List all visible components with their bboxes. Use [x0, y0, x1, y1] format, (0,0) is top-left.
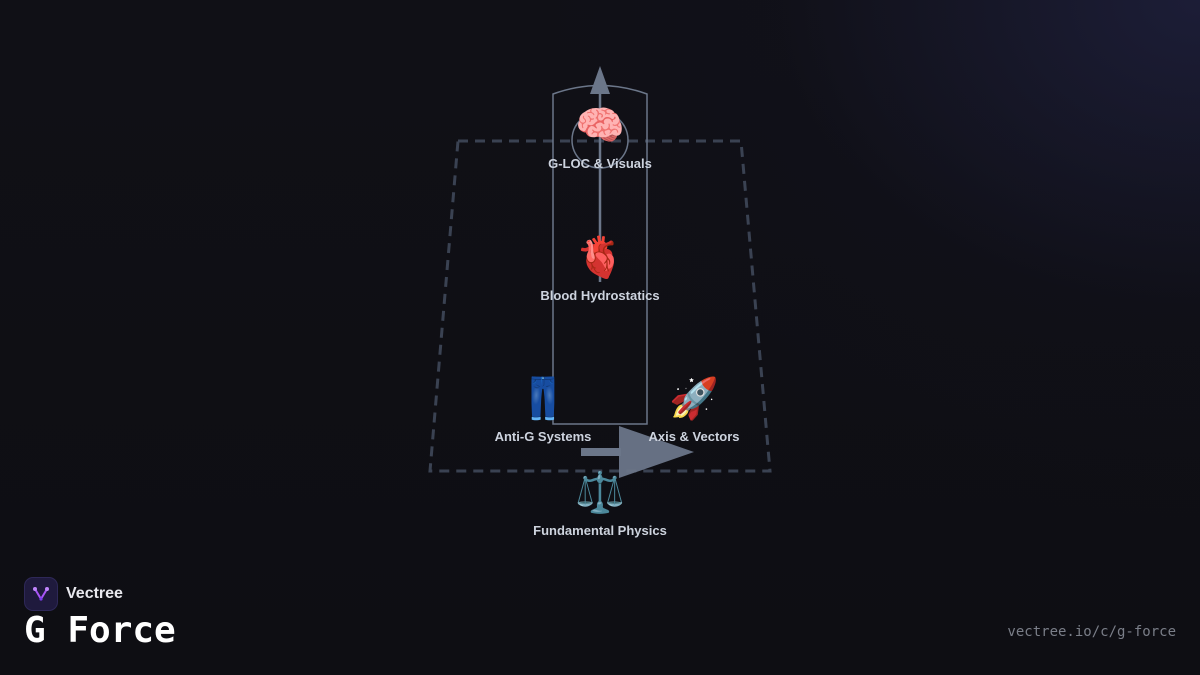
page-title: G Force	[24, 610, 176, 651]
vectree-logo-icon	[24, 577, 58, 611]
node-fundamental-physics[interactable]: ⚖️ Fundamental Physics	[490, 469, 710, 538]
brand-name: Vectree	[66, 585, 123, 602]
node-anti-g-systems[interactable]: 👖 Anti-G Systems	[433, 375, 653, 444]
node-gloc-visuals[interactable]: 🧠 G-LOC & Visuals	[490, 102, 710, 171]
jeans-icon: 👖	[518, 376, 568, 422]
node-label-axis-vectors: Axis & Vectors	[648, 429, 740, 444]
course-url[interactable]: vectree.io/c/g-force	[1007, 624, 1176, 640]
brand[interactable]: Vectree	[24, 577, 123, 611]
anatomical-heart-icon: 🫀	[575, 235, 625, 281]
horizontal-arrow-shaft	[581, 448, 621, 456]
node-label-fundamental-physics: Fundamental Physics	[533, 523, 667, 538]
node-label-anti-g-systems: Anti-G Systems	[494, 429, 592, 444]
rocket-icon: 🚀	[669, 376, 719, 422]
node-label-blood-hydrostatics: Blood Hydrostatics	[540, 288, 660, 303]
node-axis-vectors[interactable]: 🚀 Axis & Vectors	[584, 375, 804, 444]
node-label-gloc-visuals: G-LOC & Visuals	[548, 156, 652, 171]
balance-scale-icon: ⚖️	[575, 470, 625, 516]
horizontal-arrow-head	[619, 426, 694, 478]
node-blood-hydrostatics[interactable]: 🫀 Blood Hydrostatics	[490, 234, 710, 303]
brain-icon: 🧠	[575, 103, 625, 149]
up-arrow-head	[590, 66, 610, 94]
